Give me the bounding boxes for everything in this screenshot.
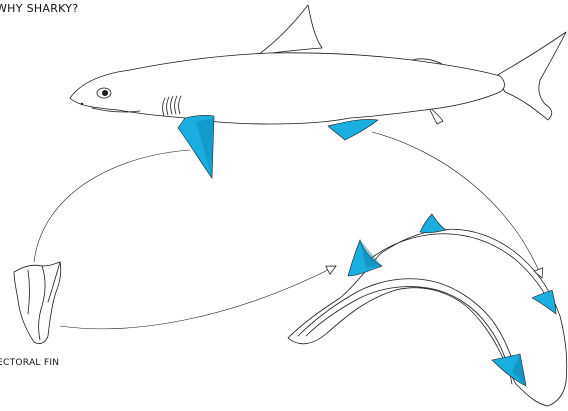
shark-pupil [102, 90, 108, 96]
model-fin-top [420, 214, 446, 233]
arrow-sketch-to-model [60, 266, 336, 329]
shark-tail-fin [496, 32, 566, 120]
shark-dorsal-fin [258, 5, 322, 55]
shark-pectoral-fin [178, 115, 214, 178]
shark-illustration [70, 5, 566, 178]
shark-body [70, 53, 505, 124]
shark-nostril [81, 103, 83, 105]
pectoral-fin-sketch [14, 262, 61, 344]
shark-pelvic-fin [328, 119, 378, 140]
fin-shape-model [288, 214, 567, 406]
arrow-fin-to-sketch [34, 150, 190, 262]
